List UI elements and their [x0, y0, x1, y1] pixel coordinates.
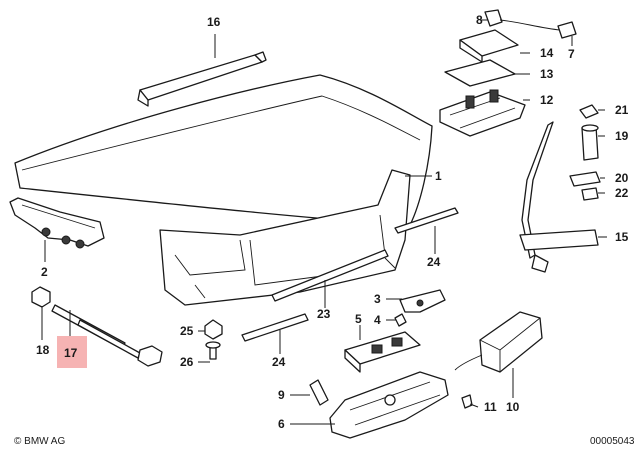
callout-24-left[interactable]: 24: [272, 355, 286, 369]
callout-25[interactable]: 25: [180, 324, 194, 338]
callout-9[interactable]: 9: [278, 388, 285, 402]
callout-15[interactable]: 15: [615, 230, 629, 244]
callout-3[interactable]: 3: [374, 292, 381, 306]
callout-14[interactable]: 14: [540, 46, 554, 60]
lock-cylinder-parts: [569, 104, 601, 201]
latch-bracket: [344, 289, 446, 373]
callout-21[interactable]: 21: [615, 103, 629, 117]
callout-8[interactable]: 8: [476, 13, 483, 27]
leader-lines: [41, 19, 607, 425]
callout-22[interactable]: 22: [615, 186, 629, 200]
callout-12[interactable]: 12: [540, 93, 554, 107]
callout-5[interactable]: 5: [355, 312, 362, 326]
brand-copyright: © BMW AG: [14, 436, 65, 447]
callout-2[interactable]: 2: [41, 265, 48, 279]
callout-11[interactable]: 11: [484, 400, 497, 414]
callout-20[interactable]: 20: [615, 171, 629, 185]
hinge: [9, 197, 105, 249]
callout-13[interactable]: 13: [540, 67, 554, 81]
trim-strips: [241, 207, 459, 342]
fasteners-25-26: [204, 319, 223, 360]
seal-strip: [137, 51, 267, 107]
callout-4[interactable]: 4: [374, 313, 381, 327]
callout-1[interactable]: 1: [435, 169, 442, 183]
callout-6[interactable]: 6: [278, 417, 285, 431]
callout-16[interactable]: 16: [207, 15, 221, 29]
callout-labels: 16 1 2 18 17 23 24 24 25 26 3 4 5 9 6 10…: [36, 13, 629, 431]
callout-24-right[interactable]: 24: [427, 255, 441, 269]
trunk-lid: [14, 74, 433, 306]
callout-18[interactable]: 18: [36, 343, 50, 357]
callout-26[interactable]: 26: [180, 355, 194, 369]
callout-10[interactable]: 10: [506, 400, 520, 414]
callout-17[interactable]: 17: [64, 346, 78, 360]
callout-23[interactable]: 23: [317, 307, 331, 321]
switch-assembly: [439, 9, 577, 137]
actuator: [454, 311, 543, 409]
lock-rod: [519, 121, 599, 273]
diagram-code: 00005043: [590, 436, 635, 447]
gas-strut: [31, 286, 163, 367]
callout-7[interactable]: 7: [568, 47, 575, 61]
lock-mechanism: [309, 371, 449, 439]
highlight-box: [57, 336, 87, 368]
callout-19[interactable]: 19: [615, 129, 629, 143]
